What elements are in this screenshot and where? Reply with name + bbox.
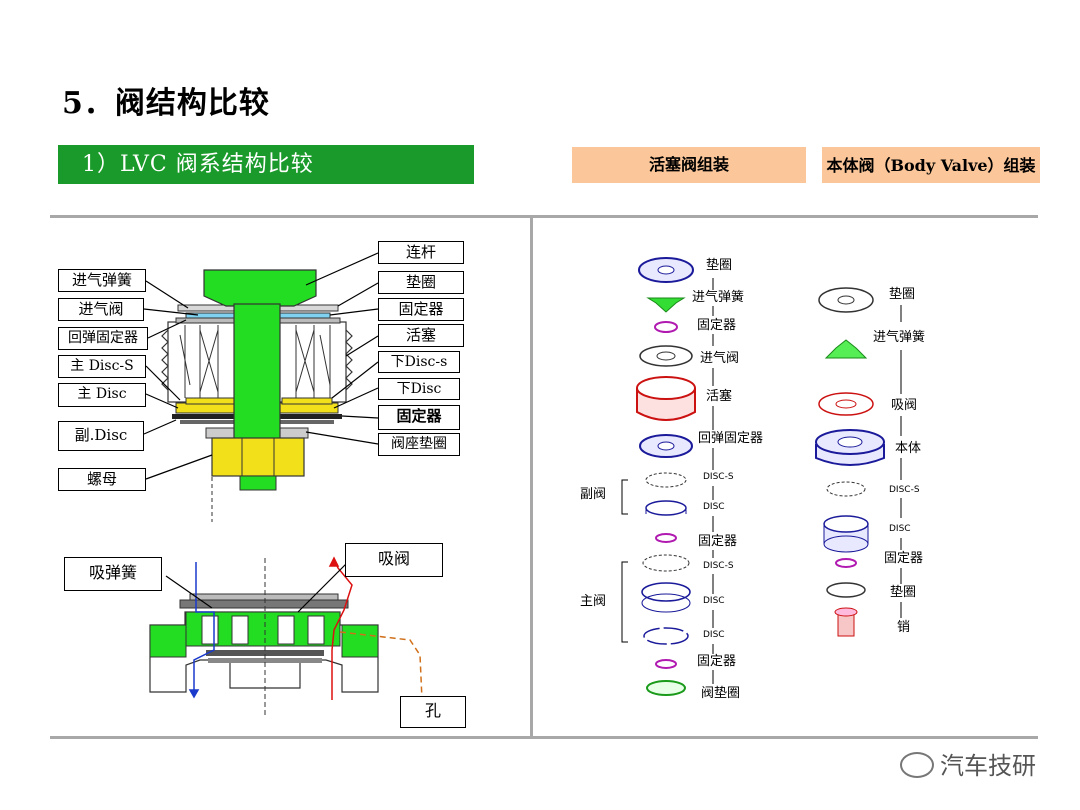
label-nut: 螺母 — [58, 468, 146, 491]
section-heading: 1）LVC 阀系结构比较 — [58, 145, 474, 184]
group-label-sub-valve: 副阀 — [580, 487, 607, 502]
body-item-label: 固定器 — [884, 551, 924, 566]
page-title: 5．阀结构比较 — [62, 86, 270, 121]
body-item-label: 销 — [897, 620, 911, 635]
label-sub-disc: 副.Disc — [58, 421, 144, 451]
piston-item-label: 固定器 — [698, 534, 738, 549]
label-lower-disc-s: 下Disc-s — [378, 351, 460, 373]
piston-item-label: DISC — [703, 630, 725, 640]
piston-item-label: 活塞 — [706, 389, 733, 404]
wechat-icon — [900, 752, 934, 778]
label-lower-disc: 下Disc — [378, 378, 460, 400]
piston-item-label: DISC — [703, 502, 725, 512]
piston-assembly-header: 活塞阀组装 — [572, 147, 806, 183]
watermark: 汽车技研 — [900, 746, 1036, 781]
label-rod: 连杆 — [378, 241, 464, 264]
piston-item-label: 垫圈 — [706, 258, 733, 273]
top-divider — [50, 215, 1038, 218]
label-main-disc: 主 Disc — [58, 383, 146, 407]
center-divider — [530, 218, 533, 736]
body-item-label: 本体 — [895, 441, 922, 456]
label-seat-washer: 阀座垫圈 — [378, 433, 460, 456]
body-item-label: 吸阀 — [891, 398, 918, 413]
body-item-label: DISC-S — [889, 485, 920, 495]
label-rebound-retainer: 回弹固定器 — [58, 327, 148, 350]
piston-item-label: DISC-S — [703, 472, 734, 482]
label-piston: 活塞 — [378, 324, 464, 347]
group-label-main-valve: 主阀 — [580, 594, 607, 609]
label-retainer: 固定器 — [378, 298, 464, 321]
piston-item-label: 阀垫圈 — [701, 686, 741, 701]
piston-item-label: DISC — [703, 596, 725, 606]
label-washer: 垫圈 — [378, 271, 464, 294]
bottom-divider — [50, 736, 1038, 739]
body-item-label: 垫圈 — [889, 287, 916, 302]
body-item-label: 进气弹簧 — [873, 330, 926, 345]
piston-item-label: 进气弹簧 — [692, 290, 745, 305]
label-intake-spring: 进气弹簧 — [58, 269, 146, 292]
piston-item-label: 固定器 — [697, 654, 737, 669]
piston-valve-section — [143, 252, 379, 522]
watermark-text: 汽车技研 — [940, 752, 1036, 780]
label-hole: 孔 — [400, 696, 466, 728]
piston-item-label: 固定器 — [697, 318, 737, 333]
piston-exploded-stack — [621, 257, 714, 696]
piston-item-label: DISC-S — [703, 561, 734, 571]
body-exploded-stack — [815, 287, 902, 637]
base-valve-section — [149, 556, 423, 715]
label-retainer-2: 固定器 — [378, 405, 460, 430]
label-main-disc-s: 主 Disc-S — [58, 355, 146, 378]
piston-item-label: 进气阀 — [700, 351, 740, 366]
body-item-label: 垫圈 — [890, 585, 917, 600]
label-intake-valve: 进气阀 — [58, 298, 144, 321]
label-suction-valve: 吸阀 — [345, 543, 443, 577]
label-suction-spring: 吸弹簧 — [64, 557, 162, 591]
body-item-label: DISC — [889, 524, 911, 534]
body-valve-assembly-header: 本体阀（Body Valve）组装 — [822, 147, 1040, 183]
piston-item-label: 回弹固定器 — [698, 431, 764, 446]
